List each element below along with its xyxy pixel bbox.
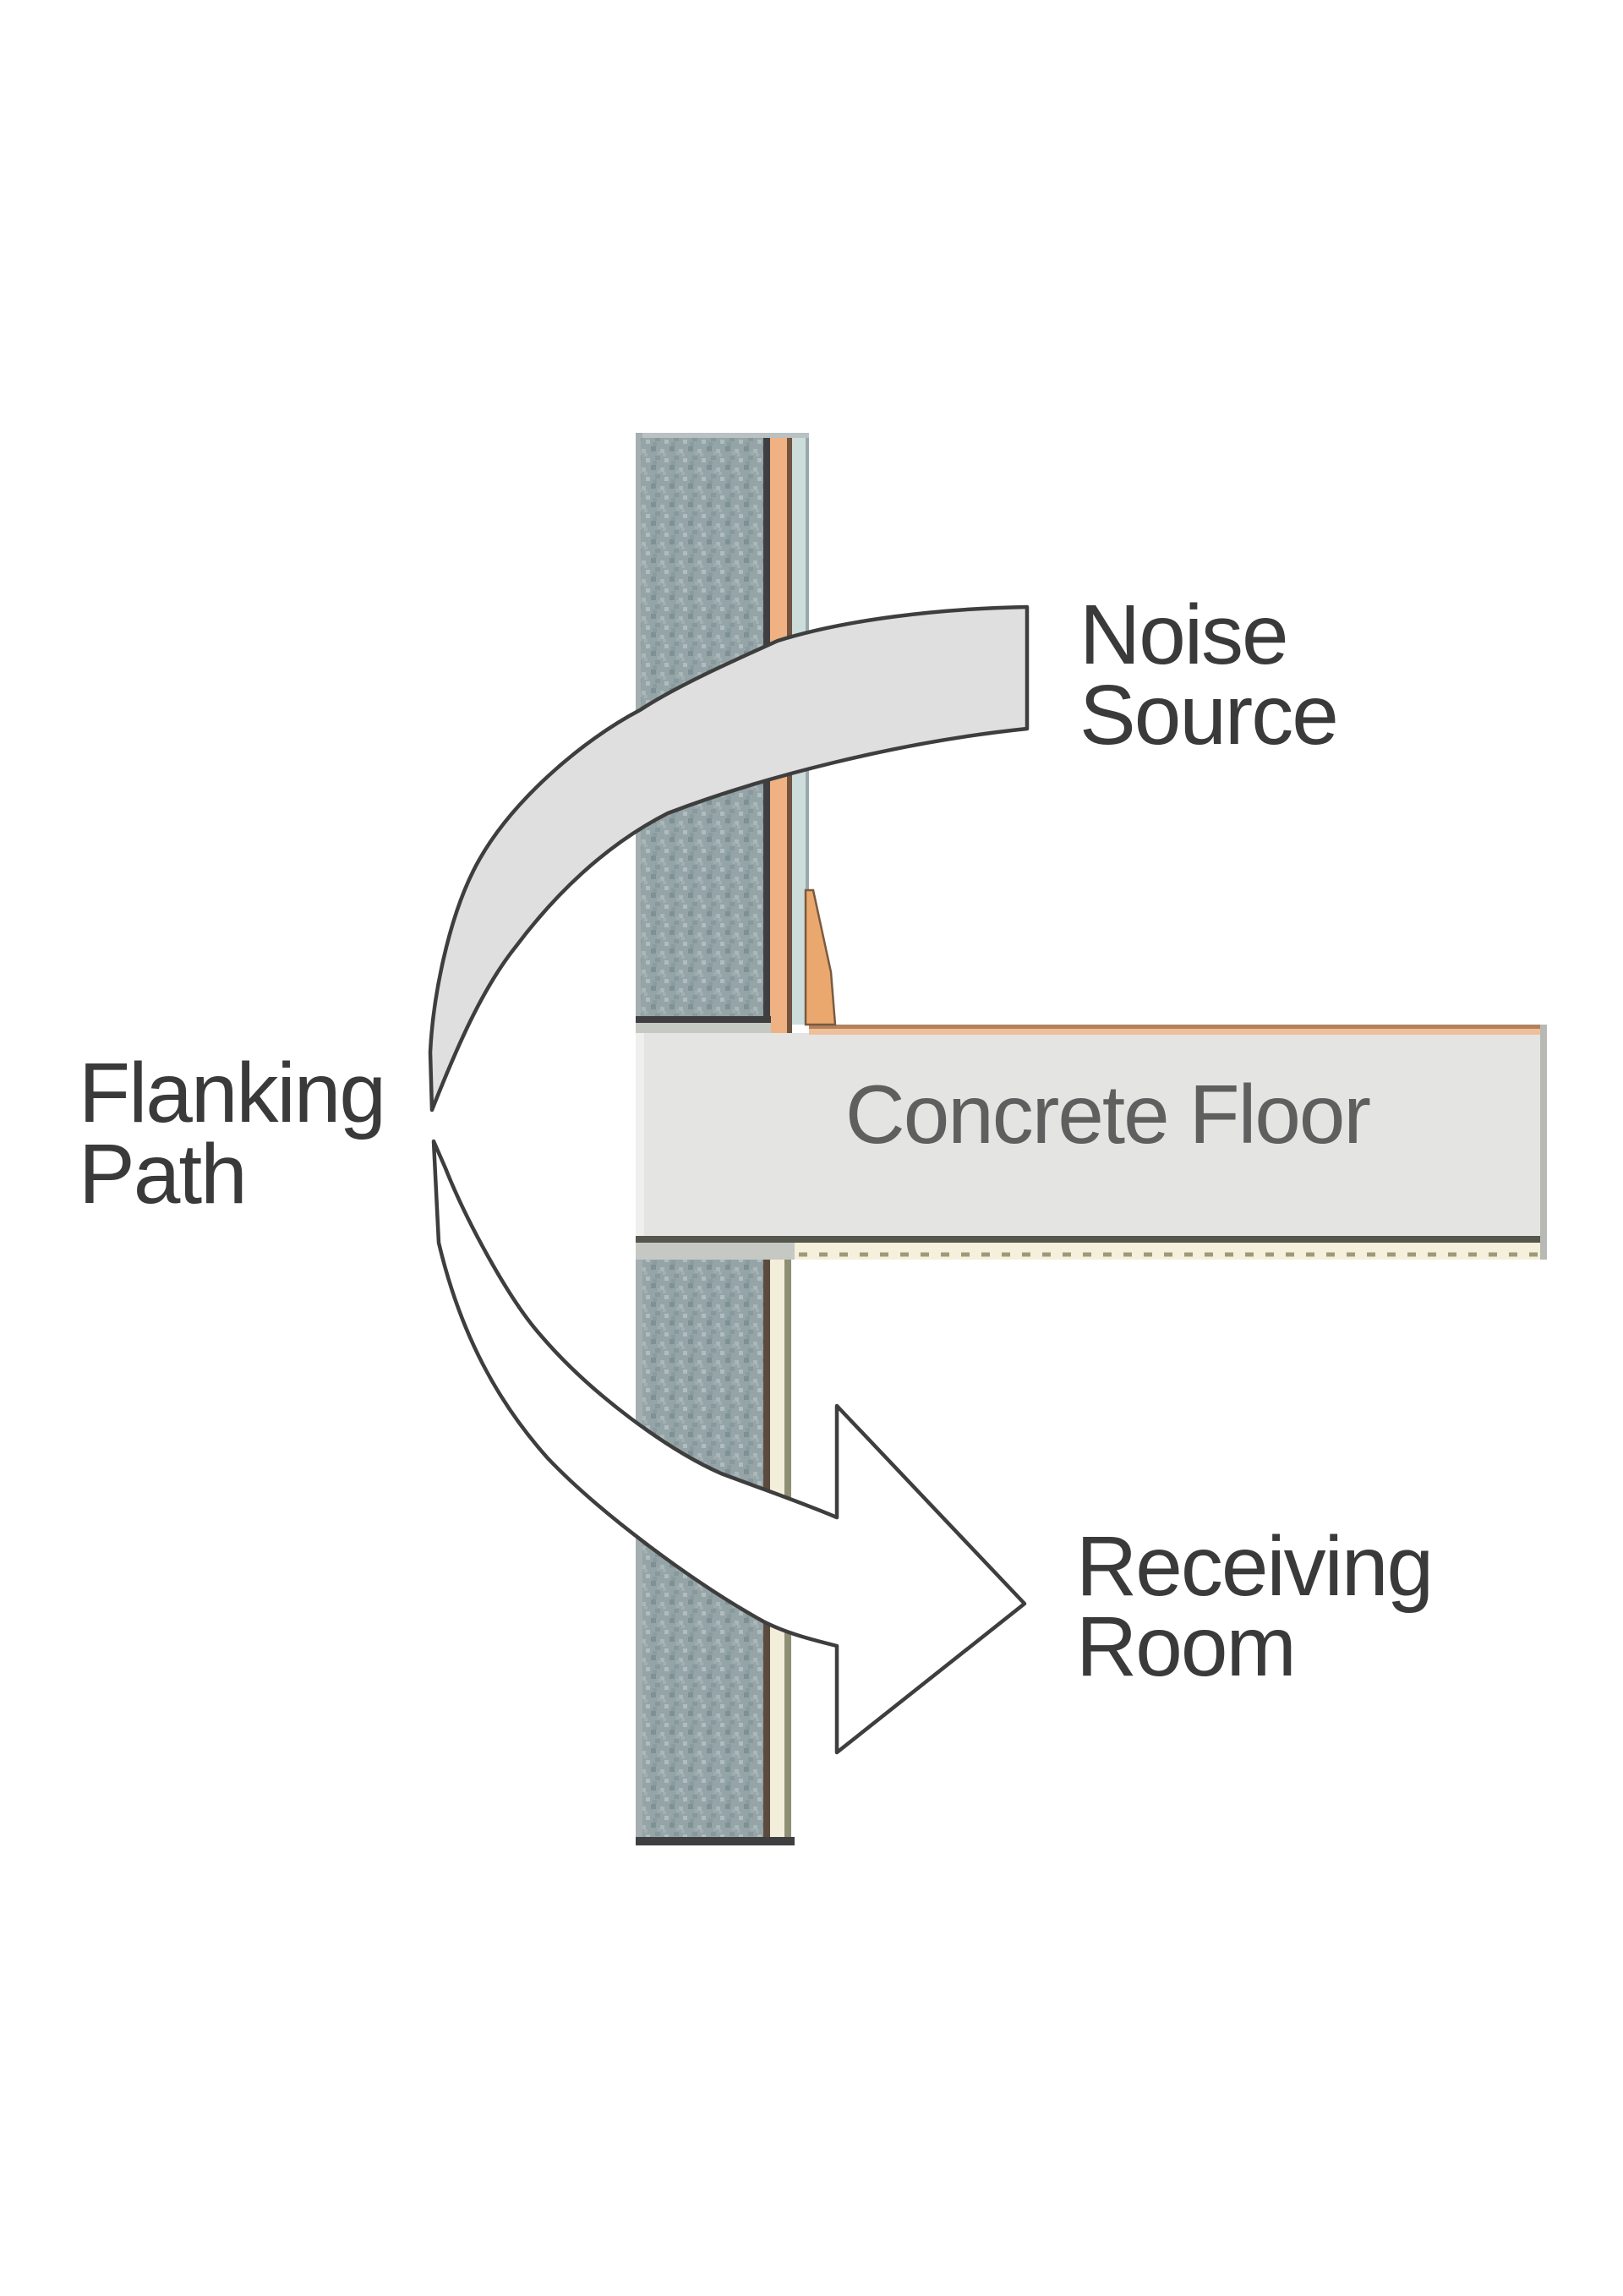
flanking-path-label: Flanking Path — [79, 1046, 386, 1222]
concrete-floor-slab — [636, 1033, 1540, 1236]
ceiling-cream-band — [795, 1243, 1544, 1260]
floor-finish-peach-line — [809, 1029, 1547, 1035]
receiving-room-line2: Room — [1076, 1599, 1295, 1694]
wall-lower-left-edge — [636, 1260, 642, 1845]
noise-source-label: Noise Source — [1079, 588, 1339, 763]
noise-source-gray-band — [428, 604, 1030, 1112]
floor-slab-left-edge-highlight — [636, 1033, 644, 1236]
skirting-batten-wedge — [804, 888, 837, 1026]
concrete-floor-label: Concrete Floor — [845, 1068, 1373, 1161]
wall-top-cap — [636, 433, 809, 440]
floor-right-end-edge — [1540, 1025, 1547, 1260]
noise-source-line1: Noise — [1079, 588, 1287, 682]
floor-soffit-dark-line — [636, 1236, 1547, 1243]
noise-source-line2: Source — [1079, 668, 1337, 763]
floor-finish-tan-line — [809, 1025, 1547, 1029]
concrete-floor-text: Concrete Floor — [845, 1068, 1371, 1161]
concrete-floor-assembly — [636, 888, 1547, 1260]
receiving-room-line1: Receiving — [1076, 1519, 1432, 1614]
wall-lower-junction-strip — [636, 1243, 795, 1260]
flanking-path-line1: Flanking — [79, 1046, 385, 1140]
wall-lower-bottom-dark-line — [636, 1837, 795, 1845]
receiving-room-label: Receiving Room — [1076, 1519, 1434, 1694]
receiving-white-band-and-arrowhead — [431, 1139, 1027, 1755]
wall-upper-bottom-dark-line — [636, 1016, 771, 1023]
flanking-path-line2: Path — [79, 1127, 246, 1222]
